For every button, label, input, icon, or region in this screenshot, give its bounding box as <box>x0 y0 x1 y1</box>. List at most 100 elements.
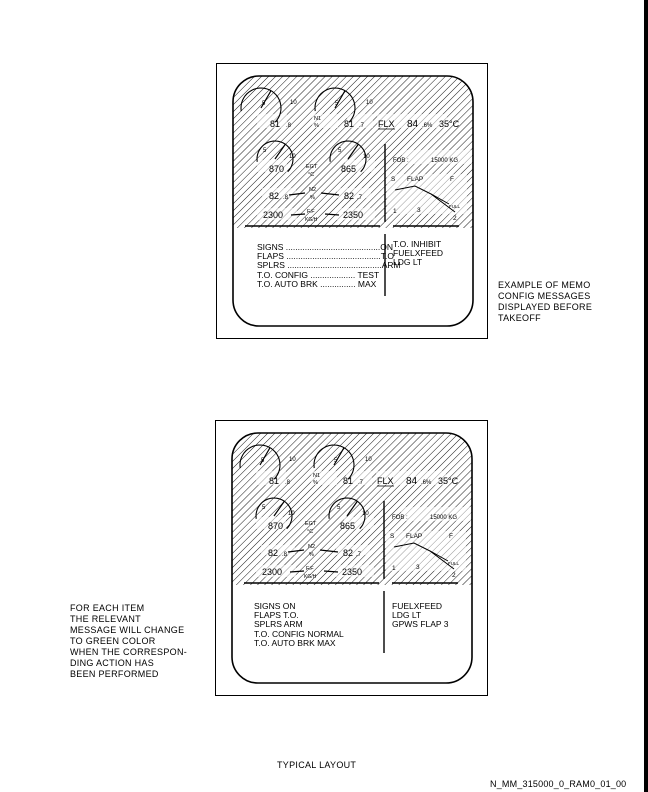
fob-value: 15000 KG <box>431 158 458 164</box>
n2-right-value: 82 <box>343 548 353 558</box>
egt-label: EGT <box>305 521 317 527</box>
flap-pos-1: 1 <box>393 208 397 215</box>
ff-unit: KG/H <box>305 217 318 223</box>
egt-scale-10: 10 <box>289 154 296 160</box>
flap-s-label: S <box>390 533 395 540</box>
n2-right-decimal: .7 <box>357 195 363 201</box>
egt-scale-10: 10 <box>362 511 369 517</box>
n2-left-value: 82 <box>269 191 279 201</box>
note-memo-before-takeoff: EXAMPLE OF MEMO CONFIG MESSAGES DISPLAYE… <box>498 280 593 323</box>
figure-reference: N_MM_315000_0_RAM0_01_00 <box>490 779 627 789</box>
egt-unit: °C <box>307 529 313 535</box>
n1-left-value: 81 <box>270 119 280 129</box>
n2-unit: % <box>310 195 315 201</box>
ff-left-value: 2300 <box>263 210 283 220</box>
flap-pos-2: 2 <box>452 572 456 579</box>
n1-left-decimal: .8 <box>286 123 292 129</box>
flap-full-label: FULL <box>448 561 460 566</box>
n1-gauge-left <box>239 444 281 480</box>
egt-scale-5: 5 <box>338 148 342 154</box>
n2-pointer-left <box>287 549 305 553</box>
egt-left-value: 870 <box>269 164 284 174</box>
screen-outline <box>231 432 473 684</box>
n1-scale-10: 10 <box>289 457 296 463</box>
n2-pointer-right <box>319 549 339 553</box>
ff-pointer-right <box>323 570 339 573</box>
n1-scale-5: 5 <box>335 101 339 107</box>
flap-pos-2: 2 <box>453 215 457 222</box>
egt-gauge-left <box>255 497 293 530</box>
n1-scale-10: 10 <box>290 100 297 106</box>
fob-value: 15000 KG <box>430 515 457 521</box>
n1-right-value: 81 <box>343 476 353 486</box>
flap-label: FLAP <box>406 533 422 540</box>
n1-left-value: 81 <box>269 476 279 486</box>
n2-pointer-left <box>288 192 306 196</box>
egt-gauge-right <box>329 140 367 173</box>
ff-pointer-left <box>289 570 305 573</box>
thrust-limit-value: 84 <box>407 119 419 130</box>
egt-gauge-left <box>256 140 294 173</box>
n1-right-value: 81 <box>344 119 354 129</box>
n2-label: N2 <box>308 544 315 550</box>
memo-right-list: FUELXFEED LDG LT GPWS FLAP 3 <box>392 601 449 630</box>
fob-label: FOB : <box>392 515 408 521</box>
egt-scale-5: 5 <box>337 505 341 511</box>
n1-label: N1 <box>314 116 321 122</box>
n1-unit: % <box>314 123 319 129</box>
memo-left-list: SIGNS ON FLAPS T.O. SPLRS ARM T.O. CONFI… <box>254 601 344 648</box>
ff-pointer-left <box>290 213 306 216</box>
flap-pos-1: 1 <box>392 565 396 572</box>
egt-scale-10: 10 <box>363 154 370 160</box>
n1-left-decimal: .8 <box>285 480 291 486</box>
ff-right-value: 2350 <box>342 567 362 577</box>
ff-left-value: 2300 <box>262 567 282 577</box>
flap-pos-3: 3 <box>417 207 421 214</box>
memo-left-list: SIGNS ..................................… <box>257 242 401 289</box>
n1-unit: % <box>313 480 318 486</box>
flap-f-label: F <box>450 176 454 183</box>
thrust-limit-value: 84 <box>406 476 418 487</box>
ff-label: F.F <box>307 209 315 215</box>
n2-pointer-right <box>320 192 340 196</box>
egt-right-value: 865 <box>340 521 355 531</box>
egt-label: EGT <box>306 164 318 170</box>
note-green-color-change: FOR EACH ITEM THE RELEVANT MESSAGE WILL … <box>70 603 188 679</box>
egt-left-value: 870 <box>268 521 283 531</box>
flex-temperature: 35°C <box>438 476 459 486</box>
egt-scale-10: 10 <box>288 511 295 517</box>
n1-gauge-right <box>314 87 356 123</box>
egt-scale-5: 5 <box>262 505 266 511</box>
memo-right-list: T.O. INHIBIT FUELXFEED LDG LT <box>393 239 444 268</box>
n1-right-decimal: .7 <box>358 480 364 486</box>
thrust-limit-decimal: .6% <box>422 123 433 129</box>
n1-scale-5: 5 <box>261 458 265 464</box>
egt-right-value: 865 <box>341 164 356 174</box>
n1-scale-10: 10 <box>366 100 373 106</box>
flap-slat-line <box>394 185 450 205</box>
n1-label: N1 <box>313 473 320 479</box>
n2-unit: % <box>309 552 314 558</box>
flap-s-label: S <box>391 176 396 183</box>
egt-scale-5: 5 <box>263 148 267 154</box>
thrust-mode-flx: FLX <box>378 119 395 129</box>
flap-f-label: F <box>449 533 453 540</box>
ff-pointer-right <box>324 213 340 216</box>
n2-left-decimal: .8 <box>283 195 289 201</box>
flap-full-label: FULL <box>449 204 461 209</box>
n1-scale-10: 10 <box>365 457 372 463</box>
ff-unit: KG/H <box>304 574 317 580</box>
flap-pos-3: 3 <box>416 564 420 571</box>
n1-scale-5: 5 <box>334 458 338 464</box>
screen-outline <box>232 75 474 327</box>
figure-caption: TYPICAL LAYOUT <box>277 760 357 770</box>
flap-track-line <box>430 193 456 213</box>
egt-unit: °C <box>308 172 314 178</box>
n1-right-decimal: .7 <box>359 123 365 129</box>
fob-label: FOB : <box>393 158 409 164</box>
flap-track-line <box>429 550 455 570</box>
